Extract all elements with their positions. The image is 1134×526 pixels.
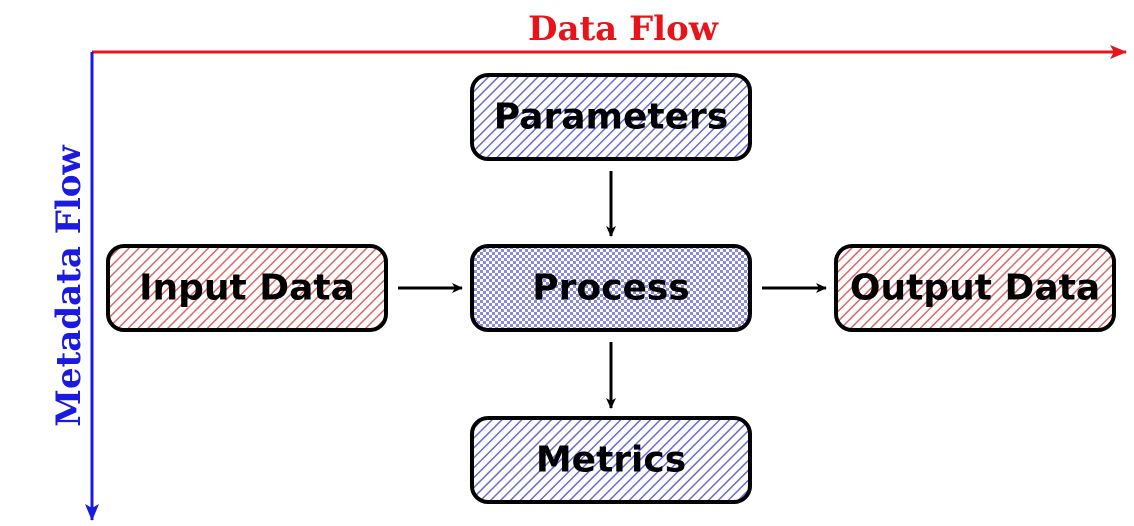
data-flow-label: Data Flow <box>528 9 719 49</box>
input-data-node: Input Data <box>106 244 388 332</box>
output-data-label: Output Data <box>850 268 1100 309</box>
process-label: Process <box>532 268 689 309</box>
parameters-node: Parameters <box>470 73 752 161</box>
metrics-node: Metrics <box>470 416 752 504</box>
metadata-flow-label: Metadata Flow <box>49 145 89 427</box>
metrics-label: Metrics <box>536 440 686 481</box>
parameters-label: Parameters <box>494 97 729 138</box>
output-data-node: Output Data <box>834 244 1116 332</box>
process-node: Process <box>470 244 752 332</box>
input-data-label: Input Data <box>139 268 355 309</box>
